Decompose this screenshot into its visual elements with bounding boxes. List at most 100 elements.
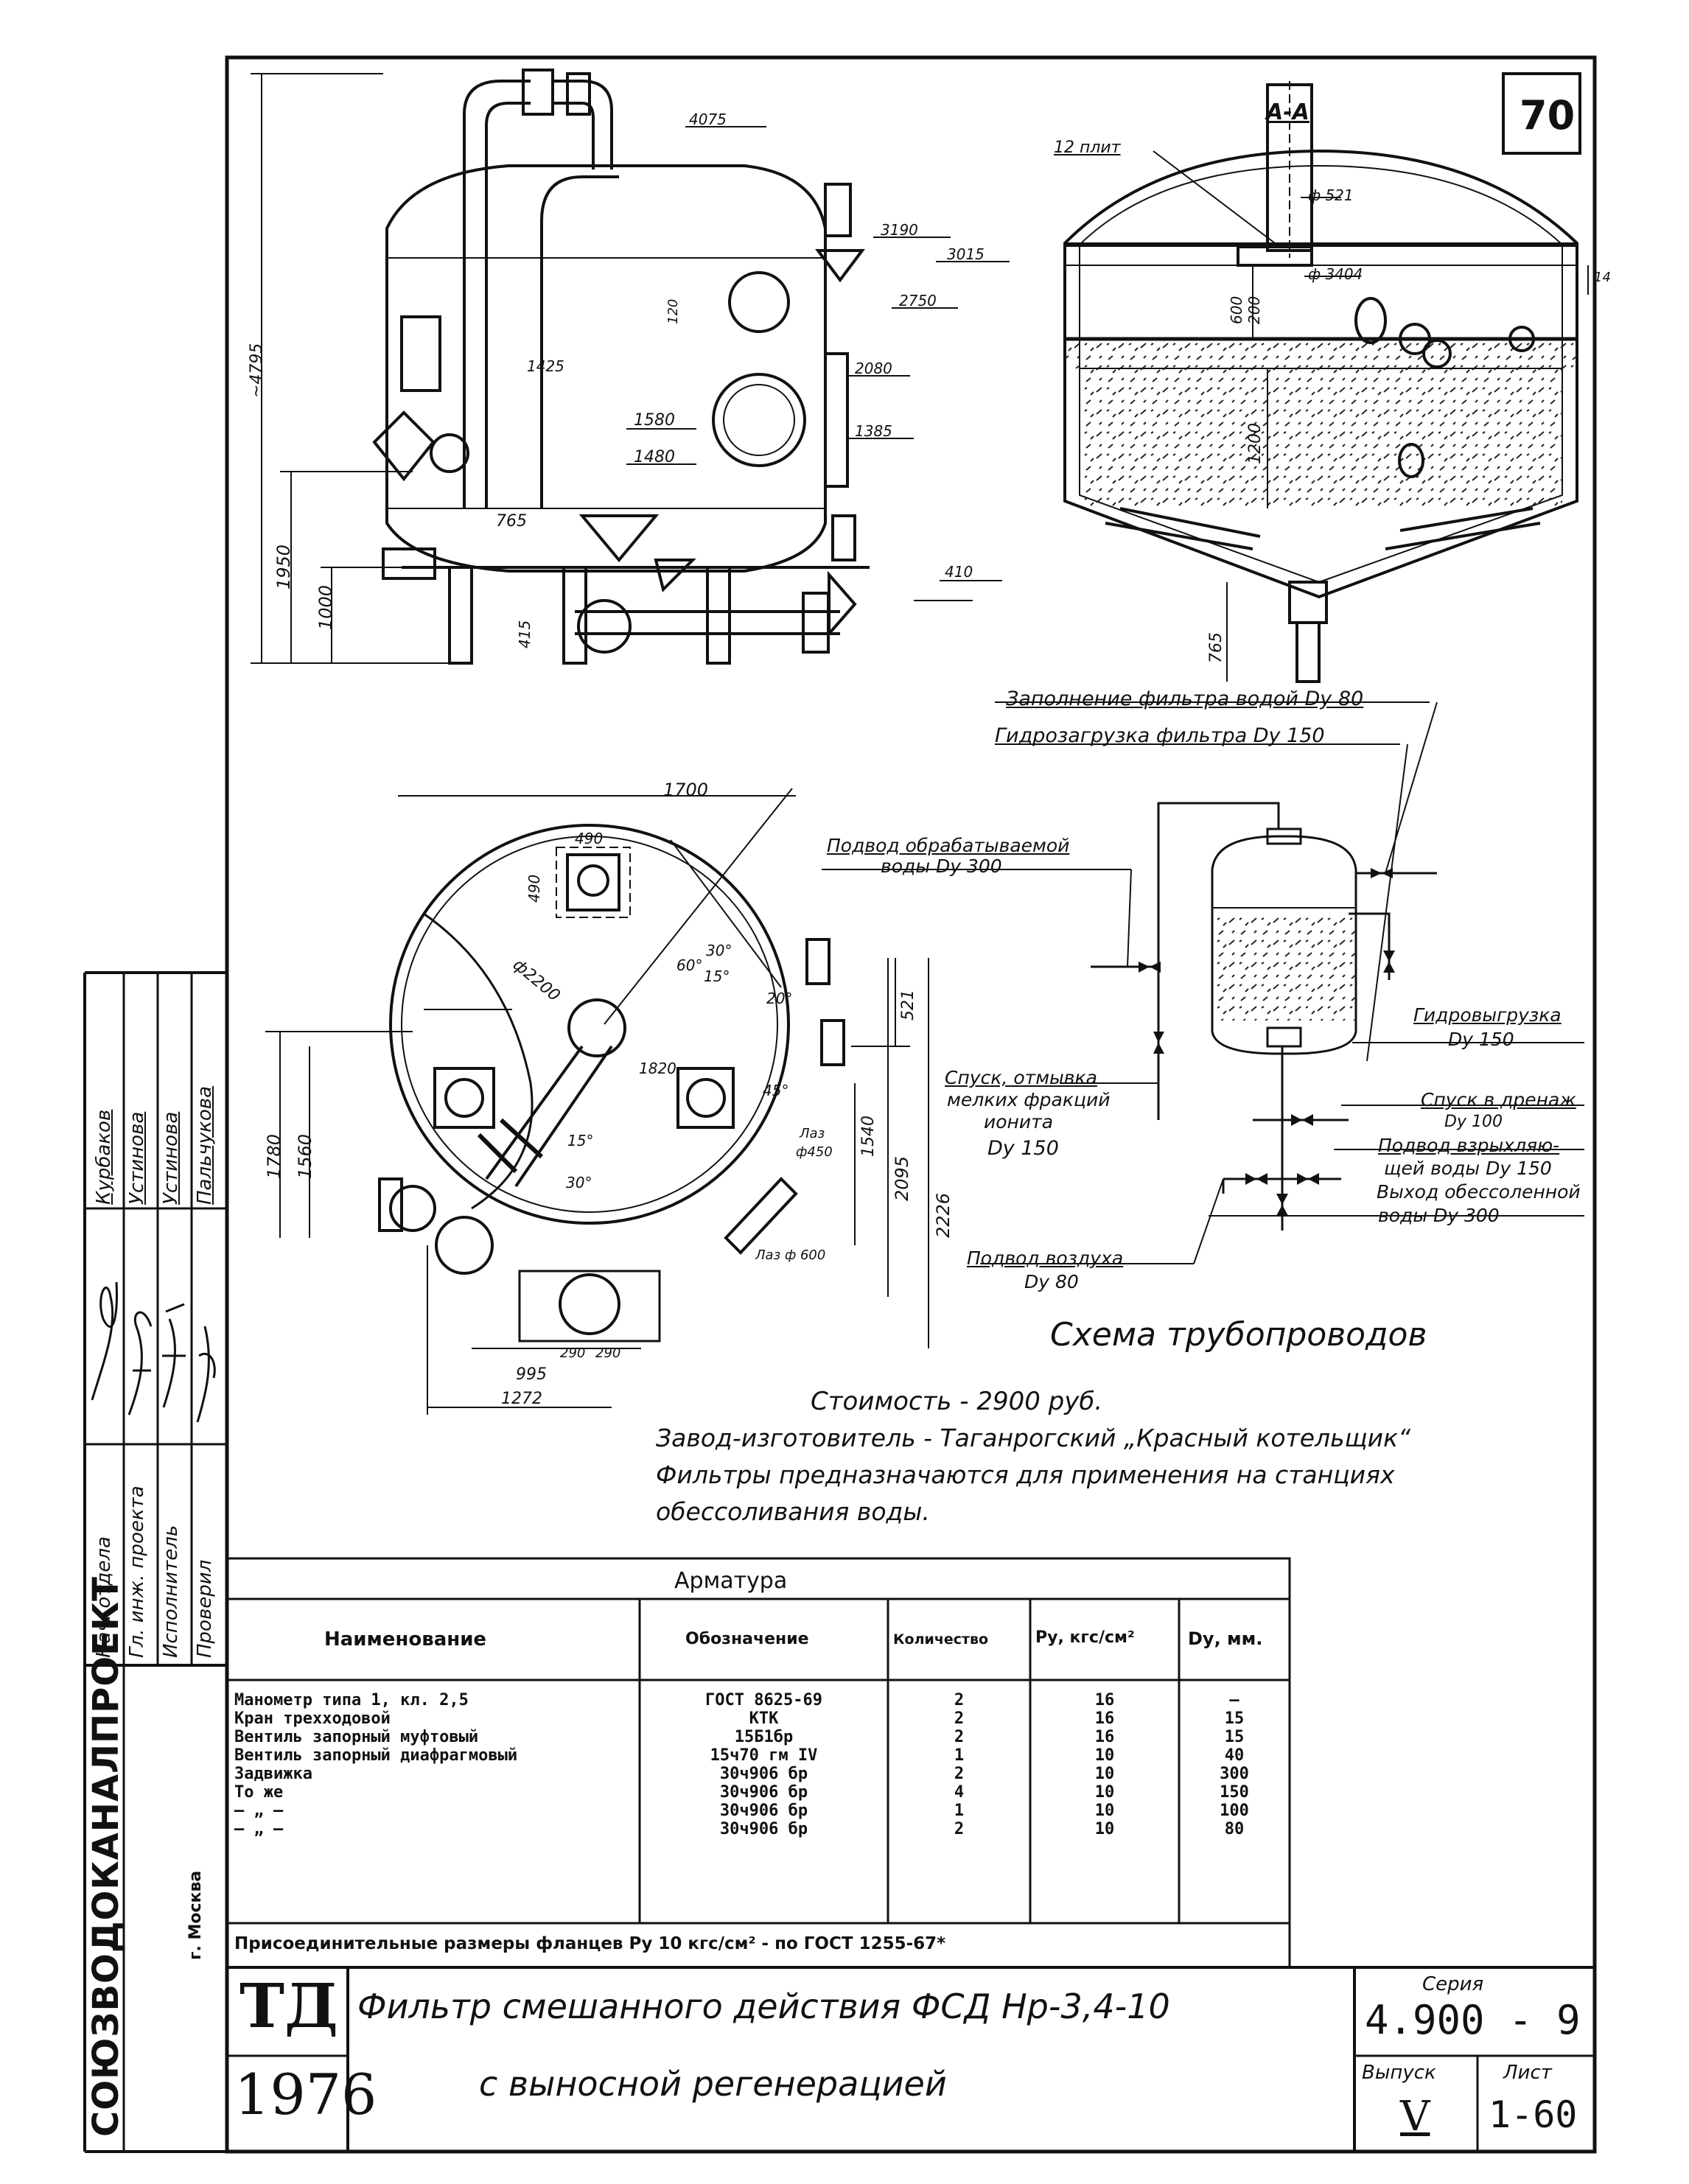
dim-290b: 290: [595, 1345, 621, 1361]
table-cell: 150: [1220, 1783, 1249, 1802]
dim-14: 14: [1594, 270, 1611, 285]
angle-45: 45°: [763, 1082, 789, 1099]
table-cell: То же: [234, 1783, 284, 1802]
issue-label: Выпуск: [1362, 2062, 1436, 2084]
angle-20: 20°: [766, 990, 793, 1007]
sheet-frame: [225, 55, 1597, 2154]
table-cell: —: [1229, 1691, 1239, 1709]
table-cell: 10: [1094, 1802, 1115, 1820]
table-cell: 2: [954, 1709, 965, 1728]
fittings-header-qty: Количество: [893, 1631, 989, 1648]
table-cell: 300: [1220, 1765, 1249, 1783]
dim-290a: 290: [560, 1345, 586, 1361]
fittings-header-py: Pу, кгс/см²: [1035, 1628, 1135, 1647]
dim-d521: ф 521: [1308, 186, 1354, 204]
elev-3015: 3015: [947, 245, 985, 263]
year: 1976: [234, 2062, 377, 2127]
angle-15: 15°: [704, 967, 730, 985]
dim-995: 995: [516, 1365, 547, 1384]
table-cell: 40: [1224, 1746, 1245, 1765]
table-cell: 16: [1094, 1691, 1115, 1709]
dim-490-w: 490: [575, 830, 604, 847]
label-air-1: Подвод воздуха: [967, 1247, 1124, 1269]
table-cell: 2: [954, 1728, 965, 1746]
elevation-view: [372, 69, 870, 665]
table-cell: — „ —: [234, 1802, 284, 1820]
dim-1580: 1580: [634, 411, 675, 430]
table-cell: 10: [1094, 1765, 1115, 1783]
table-cell: 10: [1094, 1820, 1115, 1838]
table-cell: 30ч906 бр: [719, 1783, 808, 1802]
fittings-col-code: ГОСТ 8625-69 КТК 15Б1бр 15ч70 гм IV 30ч9…: [640, 1691, 888, 1838]
manufacturer-line: Завод-изготовитель - Таганрогский „Красн…: [656, 1424, 1411, 1452]
table-cell: 100: [1220, 1802, 1249, 1820]
manhole-600-label: Лаз ф 600: [755, 1247, 826, 1263]
scheme-title: Схема трубопроводов: [1050, 1316, 1427, 1354]
label-hydroload: Гидрозагрузка фильтра Dу 150: [995, 724, 1325, 747]
series-number: 4.900 - 9: [1365, 1997, 1581, 2043]
dim-1700: 1700: [663, 780, 709, 800]
label-drain-1: Спуск в дренаж: [1421, 1089, 1576, 1110]
purpose-line-2: обессоливания воды.: [656, 1497, 930, 1526]
elev-3190: 3190: [881, 221, 918, 239]
table-cell: Вентиль запорный муфтовый: [234, 1728, 479, 1746]
label-drain-2: Dу 100: [1444, 1113, 1503, 1131]
table-cell: 15: [1224, 1709, 1245, 1728]
cost-line: Стоимость - 2900 руб.: [811, 1387, 1103, 1416]
plan-view: [378, 824, 845, 1343]
table-cell: 1: [954, 1802, 965, 1820]
label-fill: Заполнение фильтра водой Dу 80: [1006, 687, 1364, 710]
issue-number: V: [1400, 2093, 1430, 2141]
table-cell: — „ —: [234, 1820, 284, 1838]
fittings-header-name: Наименование: [324, 1628, 487, 1651]
drawing-title-1: Фильтр смешанного действия ФСД Нр-3,4-10: [357, 1987, 1170, 2026]
dim-765-elev: 765: [496, 512, 527, 531]
label-rinse-2: мелких фракций: [947, 1089, 1111, 1110]
angle-30: 30°: [706, 942, 732, 959]
table-cell: 1: [954, 1746, 965, 1765]
table-cell: КТК: [749, 1709, 779, 1728]
dim-1820: 1820: [639, 1060, 676, 1077]
label-outlet-1: Выход обессоленной: [1377, 1181, 1581, 1203]
page-number: 70: [1520, 92, 1576, 139]
elev-1385: 1385: [855, 422, 892, 440]
table-cell: 30ч906 бр: [719, 1802, 808, 1820]
table-cell: 15Б1бр: [734, 1728, 794, 1746]
table-cell: 2: [954, 1820, 965, 1838]
table-cell: 4: [954, 1783, 965, 1802]
layers-label: 12 плит: [1054, 139, 1121, 157]
table-cell: Задвижка: [234, 1765, 312, 1783]
fittings-col-dy: — 15 15 40 300 150 100 80: [1179, 1691, 1290, 1838]
elev-2080: 2080: [855, 360, 892, 377]
section-label: А-А: [1266, 99, 1309, 125]
drawing-title-2: с выносной регенерацией: [479, 2064, 947, 2104]
table-cell: Манометр типа 1, кл. 2,5: [234, 1691, 469, 1709]
fittings-title: Арматура: [674, 1568, 788, 1594]
label-hydrounload-2: Dу 150: [1448, 1029, 1514, 1050]
fittings-header-code: Обозначение: [685, 1630, 809, 1648]
label-outlet-2: воды Dу 300: [1378, 1205, 1500, 1226]
table-cell: ГОСТ 8625-69: [705, 1691, 822, 1709]
table-cell: 2: [954, 1691, 965, 1709]
fittings-col-name: Манометр типа 1, кл. 2,5 Кран трехходово…: [234, 1691, 636, 1838]
angle-60: 60°: [676, 956, 703, 974]
fittings-col-qty: 2 2 2 1 2 4 1 2: [888, 1691, 1030, 1838]
sheet-number: 1-60: [1489, 2093, 1578, 2136]
sheet-label: Лист: [1503, 2062, 1552, 2084]
label-inlet-2: воды Dу 300: [881, 855, 1002, 877]
elev-2750: 2750: [899, 292, 937, 309]
manhole-450-dia: ф450: [796, 1144, 833, 1160]
fittings-footnote: Присоединительные размеры фланцев Pу 10 …: [234, 1934, 946, 1953]
table-cell: 30ч906 бр: [719, 1820, 808, 1838]
table-cell: 2: [954, 1765, 965, 1783]
label-hydrounload-1: Гидровыгрузка: [1413, 1004, 1562, 1026]
dim-1272: 1272: [501, 1390, 542, 1408]
td-mark: ТД: [239, 1971, 338, 2042]
table-cell: 30ч906 бр: [719, 1765, 808, 1783]
table-cell: Кран трехходовой: [234, 1709, 391, 1728]
dim-1480: 1480: [634, 448, 675, 466]
section-view: [1063, 81, 1578, 683]
label-rinse-3: ионита: [984, 1111, 1054, 1133]
